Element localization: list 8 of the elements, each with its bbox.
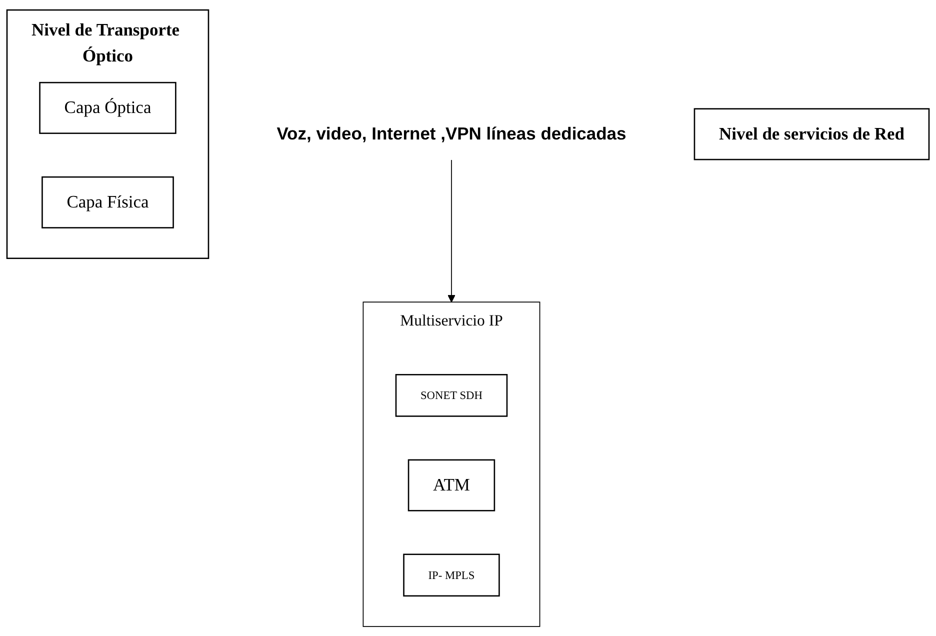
node-box: SONET SDH xyxy=(395,374,508,417)
node-box: Capa Física xyxy=(42,176,174,228)
node-box: ATM xyxy=(408,459,496,512)
arrow xyxy=(448,158,456,302)
node-box: Nivel de servicios de Red xyxy=(694,108,930,160)
node-text: Voz, video, Internet ,VPN líneas dedicadas xyxy=(276,124,626,144)
node-box: Capa Óptica xyxy=(39,82,176,134)
node-box: IP- MPLS xyxy=(403,553,500,596)
